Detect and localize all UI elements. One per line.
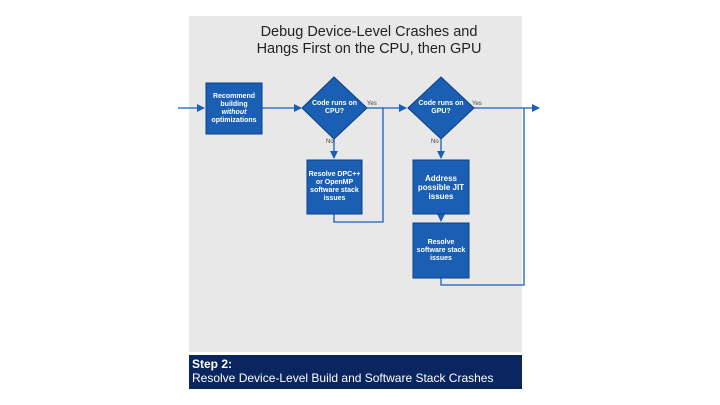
step-description: Resolve Device-Level Build and Software … <box>192 371 494 385</box>
gpu-decision-diamond <box>407 76 475 140</box>
title-line-1: Debug Device-Level Crashes and <box>260 24 478 40</box>
address-jit-label: Address possible JIT issues <box>413 160 469 214</box>
step-number: Step 2: <box>192 357 233 371</box>
title-line-2: Hangs First on the CPU, then GPU <box>256 41 482 57</box>
resolve-stack-label: Resolve software stack issues <box>413 223 469 278</box>
gpu-decision-line-1: Code runs on <box>418 100 464 107</box>
cpu-decision-label: Code runs on CPU? <box>302 95 367 121</box>
cpu-decision-diamond <box>301 76 368 140</box>
address-jit-box <box>412 159 470 215</box>
cpu-decision-line-1: Code runs on <box>311 100 358 107</box>
cpu-yes-label: Yes <box>367 101 377 107</box>
cpu-no-label: No <box>326 139 334 145</box>
recommend-label: Recommend building without optimizations <box>206 83 262 134</box>
recommend-line-1: Recommend <box>212 92 255 100</box>
connector-dpcpp-loop <box>333 108 384 223</box>
recommend-line-3: without <box>221 108 247 116</box>
gpu-no-label: No <box>431 139 439 145</box>
address-jit-line-2: possible JIT <box>417 182 465 192</box>
resolve-dpcpp-box <box>306 159 363 215</box>
address-jit-line-1: Address <box>424 173 457 183</box>
resolve-dpcpp-line-1: Resolve DPC++ <box>308 171 361 178</box>
gpu-decision-line-2: GPU? <box>431 108 451 115</box>
resolve-dpcpp-line-4: issues <box>323 195 346 202</box>
step-banner: Step 2: Resolve Device-Level Build and S… <box>189 355 522 389</box>
address-jit-line-3: issues <box>428 191 454 201</box>
resolve-stack-line-2: software stack <box>416 246 466 254</box>
resolve-stack-line-1: Resolve <box>427 238 455 246</box>
recommend-box <box>205 82 263 135</box>
resolve-dpcpp-line-3: software stack <box>310 187 359 194</box>
resolve-dpcpp-line-2: or OpenMP <box>315 179 354 186</box>
resolve-stack-box <box>412 222 470 279</box>
connector-stack-loop <box>440 108 525 286</box>
resolve-stack-line-3: issues <box>430 254 452 262</box>
gpu-yes-label: Yes <box>472 101 482 107</box>
cpu-decision-line-2: CPU? <box>324 108 345 115</box>
resolve-dpcpp-label: Resolve DPC++ or OpenMP software stack i… <box>307 160 362 214</box>
gpu-decision-label: Code runs on GPU? <box>408 95 474 121</box>
recommend-line-2: building <box>220 100 248 108</box>
recommend-line-4: optimizations <box>211 116 257 124</box>
diagram-title: Debug Device-Level Crashes and Hangs Fir… <box>189 24 549 58</box>
